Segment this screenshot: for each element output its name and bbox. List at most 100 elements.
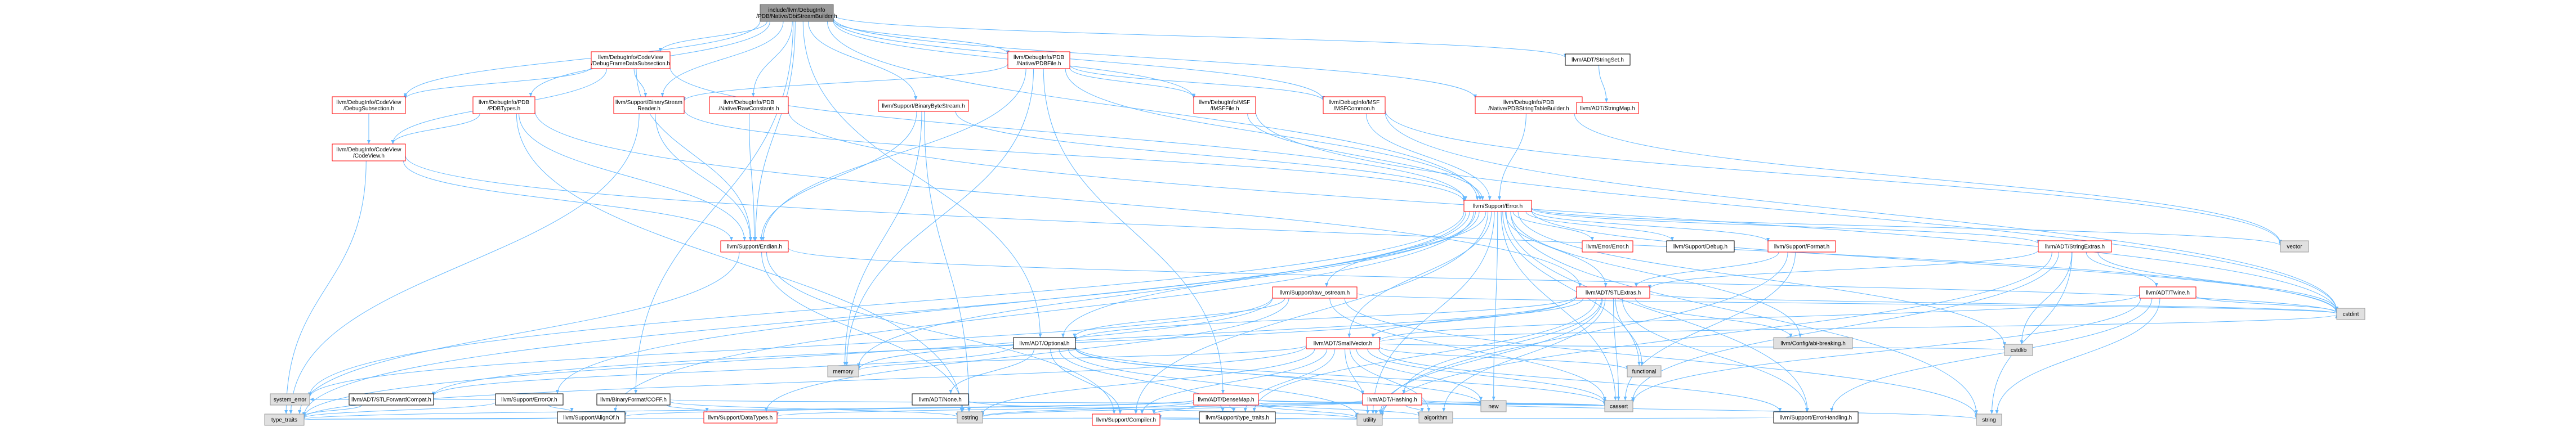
node-coff[interactable]: llvm/BinaryFormat/COFF.h (596, 393, 671, 406)
edge-bbs-to-memory (843, 111, 922, 366)
node-rawconst-label: /Native/RawConstants.h (718, 106, 779, 112)
node-msfcommon-label: llvm/DebugInfo/MSF (1329, 100, 1380, 106)
node-optional[interactable]: llvm/ADT/Optional.h (1013, 337, 1076, 349)
node-strextras-label: llvm/ADT/StringExtras.h (2045, 244, 2105, 250)
node-error[interactable]: llvm/Support/Error.h (1463, 200, 1532, 212)
edge-root-to-error (827, 21, 1479, 201)
node-stlfwd[interactable]: llvm/ADT/STLForwardCompat.h (349, 393, 434, 406)
edge-stlextras-to-memory (857, 296, 1577, 370)
node-cstdint: cstdint (2336, 308, 2365, 320)
node-vector: vector (2280, 240, 2309, 253)
node-errhandling[interactable]: llvm/Support/ErrorHandling.h (1773, 411, 1859, 424)
edge-error-to-sdebug (1525, 211, 1674, 241)
edge-error-to-string (1510, 211, 1978, 415)
node-endian[interactable]: llvm/Support/Endian.h (720, 240, 789, 253)
node-stringset[interactable]: llvm/ADT/StringSet.h (1565, 53, 1631, 66)
node-rawostream[interactable]: llvm/Support/raw_ostream.h (1272, 286, 1358, 299)
edge-smallvec-to-cassert (1367, 348, 1606, 403)
edge-stlextras-to-cassert (1613, 298, 1620, 401)
edge-error-to-errhandling (1506, 211, 1809, 412)
node-pdbtypes[interactable]: llvm/DebugInfo/PDB/PDBTypes.h (472, 96, 535, 114)
node-stringmap[interactable]: llvm/ADT/StringMap.h (1576, 102, 1639, 114)
node-msfcommon[interactable]: llvm/DebugInfo/MSF/MSFCommon.h (1323, 96, 1386, 114)
edge-root-to-optional (802, 21, 1042, 338)
node-error-label: llvm/Support/Error.h (1473, 204, 1523, 210)
node-imsffile[interactable]: llvm/DebugInfo/MSF/IMSFFile.h (1193, 96, 1256, 114)
edge-pdbstb-to-error (1498, 113, 1526, 201)
node-twine-label: llvm/ADT/Twine.h (2146, 290, 2190, 296)
edge-optional-to-new (1075, 347, 1483, 404)
node-pdbtypes-label: /PDBTypes.h (488, 106, 520, 112)
edge-error-to-optional (1061, 211, 1480, 338)
edge-smallvec-to-memory (857, 345, 1307, 371)
node-cstdint-label: cstdint (2343, 312, 2359, 318)
edge-bbs-to-error (955, 111, 1467, 201)
node-alignof[interactable]: llvm/Support/AlignOf.h (557, 411, 626, 424)
node-cassert-box (1604, 400, 1633, 412)
node-format[interactable]: llvm/Support/Format.h (1767, 240, 1836, 253)
node-compiler[interactable]: llvm/Support/Compiler.h (1092, 413, 1160, 426)
edge-densemap-to-alignof (623, 400, 1194, 417)
node-rawconst[interactable]: llvm/DebugInfo/PDB/Native/RawConstants.h (709, 96, 789, 114)
node-bbs[interactable]: llvm/Support/BinaryByteStream.h (878, 100, 969, 112)
node-twine[interactable]: llvm/ADT/Twine.h (2139, 286, 2196, 299)
node-systemerror: system_error (270, 393, 310, 406)
node-cvdebugsub-box (332, 96, 406, 114)
edge-stlextras-to-optional (1074, 295, 1577, 341)
node-vector-label: vector (2287, 244, 2302, 250)
edge-bsr-to-endian (655, 113, 752, 241)
edge-smallvec-to-cstdlib (1379, 343, 2006, 350)
node-sdebug-box (1666, 240, 1735, 253)
node-dfds-label: /DebugFrameDataSubsection.h (591, 61, 670, 67)
node-root-label: include/llvm/DebugInfo (768, 7, 825, 14)
node-cstring-box (957, 411, 983, 424)
edge-stlextras-to-configbreak (1635, 298, 1793, 338)
node-pdbfile[interactable]: llvm/DebugInfo/PDB/Native/PDBFile.h (1007, 51, 1070, 69)
node-smallvec[interactable]: llvm/ADT/SmallVector.h (1306, 337, 1380, 349)
node-coff-box (596, 393, 671, 406)
node-dfds[interactable]: llvm/DebugInfo/CodeView/DebugFrameDataSu… (591, 51, 671, 69)
node-datatypes[interactable]: llvm/Support/DataTypes.h (703, 411, 778, 424)
node-codeview[interactable]: llvm/DebugInfo/CodeView/CodeView.h (332, 143, 406, 161)
node-pdbfile-box (1007, 51, 1070, 69)
edge-rawostream-to-string (1344, 298, 1978, 417)
edge-codeview-to-endian (403, 160, 733, 241)
node-root[interactable]: include/llvm/DebugInfo/PDB/Native/DbiStr… (756, 4, 837, 22)
node-functional-label: functional (1632, 369, 1657, 375)
node-root-box (760, 4, 834, 22)
node-root-label: /PDB/Native/DbiStreamBuilder.h (756, 14, 837, 20)
node-errorc[interactable]: llvm/Error/Error.h (1582, 240, 1633, 253)
node-strextras[interactable]: llvm/ADT/StringExtras.h (2038, 240, 2112, 253)
edge-imsffile-to-error (1247, 113, 1484, 201)
edge-root-to-stringset (833, 15, 1567, 59)
node-endian-label: llvm/Support/Endian.h (727, 244, 782, 250)
node-memory-box (827, 365, 859, 377)
node-smallvec-box (1306, 337, 1380, 349)
node-sdebug[interactable]: llvm/Support/Debug.h (1666, 240, 1735, 253)
edge-endian-to-cstring (761, 251, 965, 412)
node-typetraitsh[interactable]: llvm/Support/type_traits.h (1199, 411, 1276, 424)
node-bbs-label: llvm/Support/BinaryByteStream.h (882, 104, 965, 110)
node-densemap[interactable]: llvm/ADT/DenseMap.h (1193, 393, 1259, 406)
node-pdbstb[interactable]: llvm/DebugInfo/PDB/Native/PDBStringTable… (1475, 96, 1583, 114)
edge-densemap-to-algorithm (1258, 402, 1421, 416)
edge-rawostream-to-systemerror (308, 296, 1273, 398)
node-datatypes-label: llvm/Support/DataTypes.h (708, 415, 773, 421)
edge-densemap-to-cstring (981, 401, 1194, 417)
edge-root-to-msfcommon (833, 19, 1325, 100)
node-erroror[interactable]: llvm/Support/ErrorOr.h (495, 393, 564, 406)
edge-root-to-endian (753, 21, 796, 241)
node-hashing[interactable]: llvm/ADT/Hashing.h (1362, 393, 1422, 406)
edge-optional-to-cassert (1075, 346, 1606, 405)
node-stringset-box (1565, 53, 1631, 66)
edge-stlextras-to-algorithm (1442, 298, 1606, 412)
node-cvdebugsub[interactable]: llvm/DebugInfo/CodeView/DebugSubsection.… (332, 96, 406, 114)
node-utility-label: utility (1363, 417, 1376, 424)
node-adtnone[interactable]: llvm/ADT/None.h (912, 393, 969, 406)
node-stlfwd-label: llvm/ADT/STLForwardCompat.h (351, 397, 431, 403)
node-stlextras[interactable]: llvm/ADT/STLExtras.h (1576, 286, 1650, 299)
node-memory-label: memory (833, 369, 853, 375)
edge-pdbtypes-to-endian (519, 113, 747, 241)
